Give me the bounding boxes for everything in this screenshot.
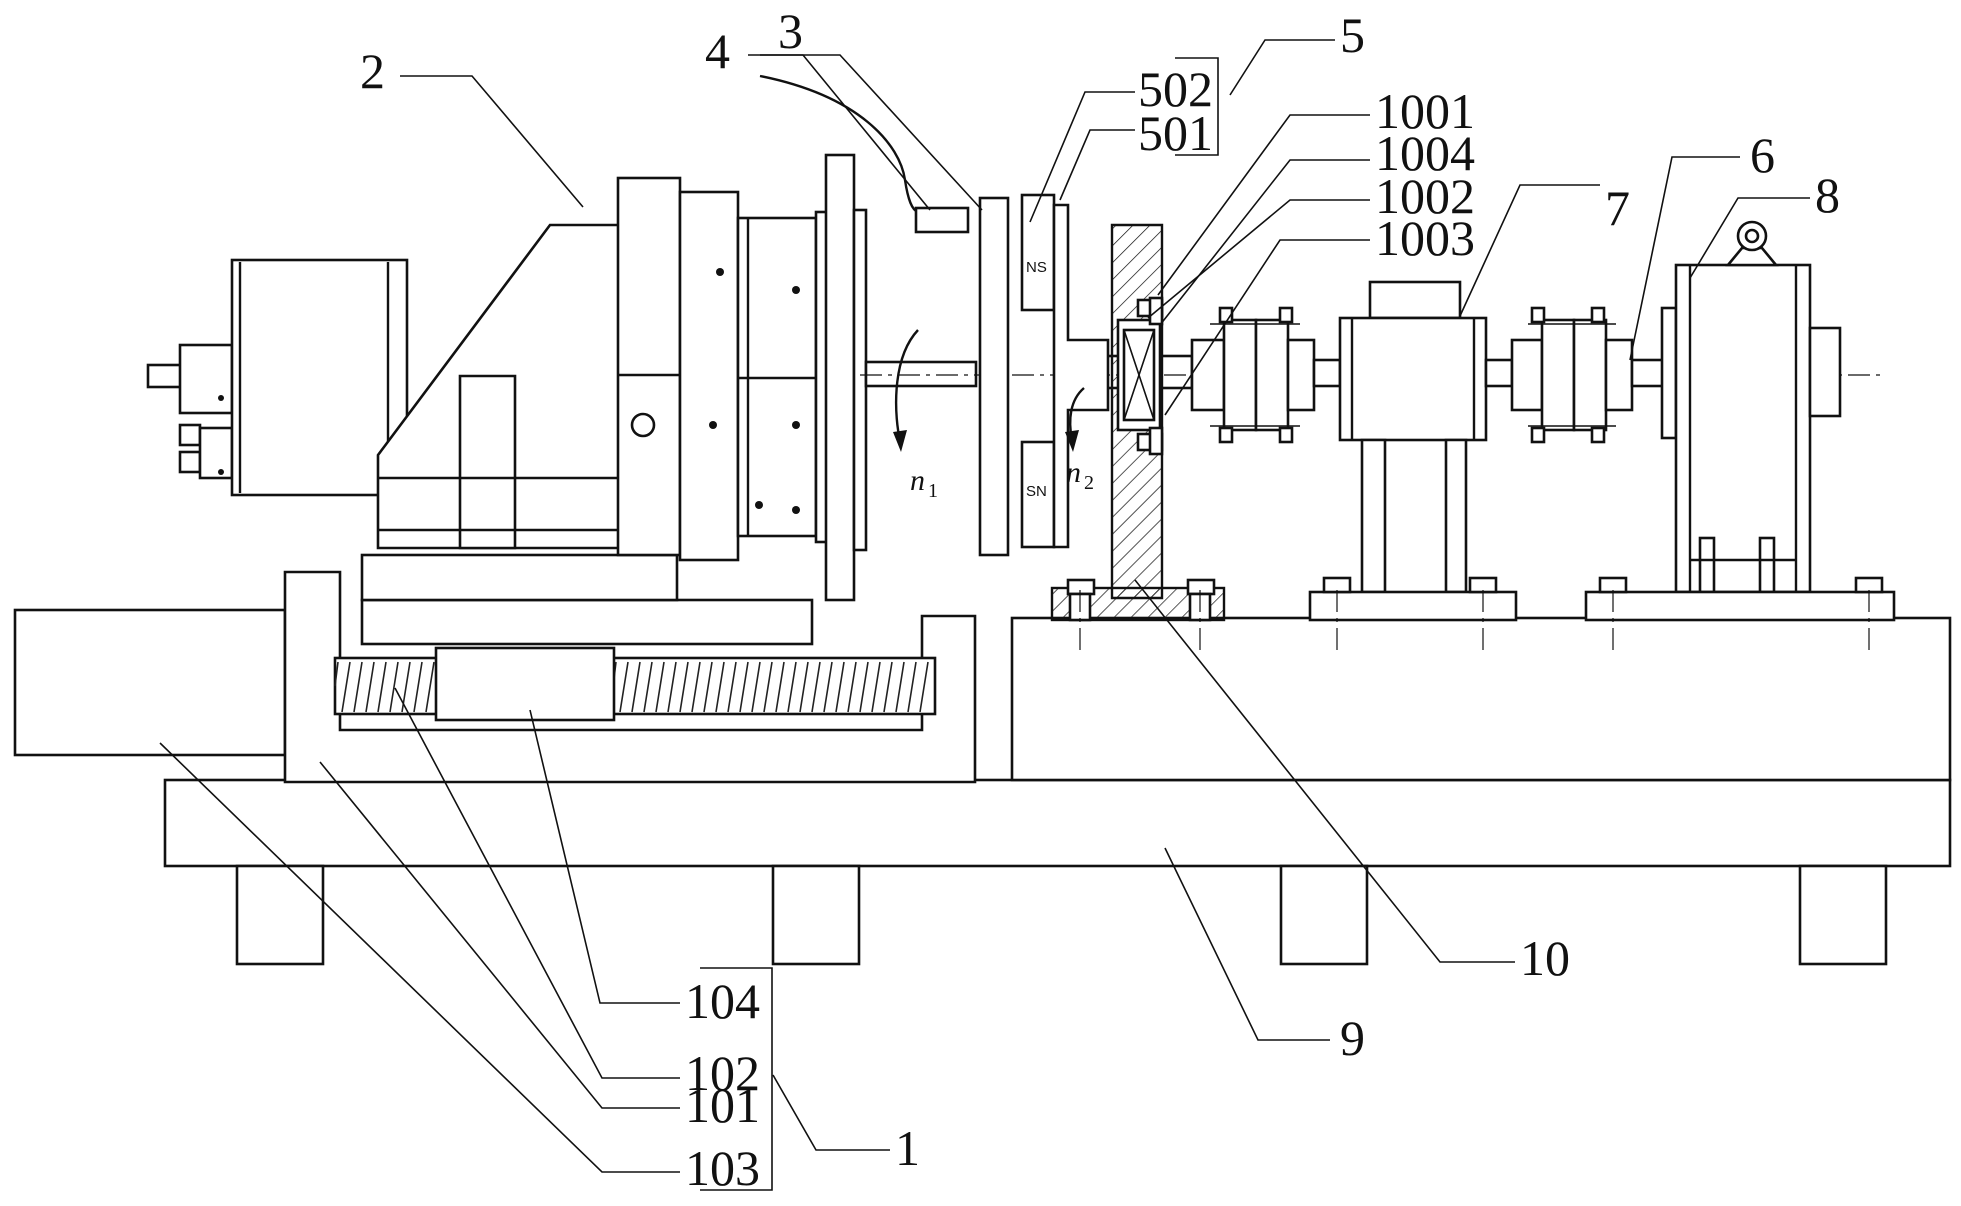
label-5: 5 — [1340, 7, 1365, 63]
label-10: 10 — [1520, 930, 1570, 986]
load-machine-8 — [1586, 222, 1894, 650]
slider-nut-104 — [436, 648, 614, 720]
input-shaft — [866, 362, 976, 386]
label-6: 6 — [1750, 127, 1775, 183]
magnet-bottom-label: SN — [1026, 483, 1047, 500]
motor-assembly-2 — [148, 155, 866, 600]
speed-n1-label: n — [910, 464, 925, 497]
drive-motor-103 — [15, 610, 285, 755]
label-7: 7 — [1605, 180, 1630, 236]
speed-n2-label: n — [1066, 456, 1081, 489]
label-9: 9 — [1340, 1010, 1365, 1066]
label-103: 103 — [685, 1140, 760, 1196]
speed-n1-subscript: 1 — [928, 480, 938, 502]
sensor-4 — [760, 76, 968, 232]
label-101: 101 — [685, 1077, 760, 1133]
slide-carriage — [362, 600, 812, 644]
torque-sensor-7 — [1310, 282, 1516, 650]
magnet-top-label: NS — [1026, 259, 1047, 276]
label-2: 2 — [360, 43, 385, 99]
label-1: 1 — [895, 1120, 920, 1176]
coupling-left — [1192, 308, 1314, 442]
label-3: 3 — [778, 3, 803, 59]
magnetic-coupling-5: NS SN — [1022, 195, 1108, 547]
speed-n2-subscript: 2 — [1084, 472, 1094, 494]
disc-3 — [980, 198, 1008, 555]
label-1003: 1003 — [1375, 210, 1475, 266]
bearing-support-10 — [1052, 225, 1224, 650]
label-104: 104 — [685, 973, 760, 1029]
lead-screw-housing — [335, 658, 935, 714]
label-8: 8 — [1815, 167, 1840, 223]
coupling-right — [1512, 308, 1632, 442]
rotation-arrow-n1: n 1 — [893, 330, 938, 502]
label-501: 501 — [1138, 105, 1213, 161]
label-4: 4 — [705, 23, 730, 79]
magnet-502 — [1022, 195, 1054, 310]
